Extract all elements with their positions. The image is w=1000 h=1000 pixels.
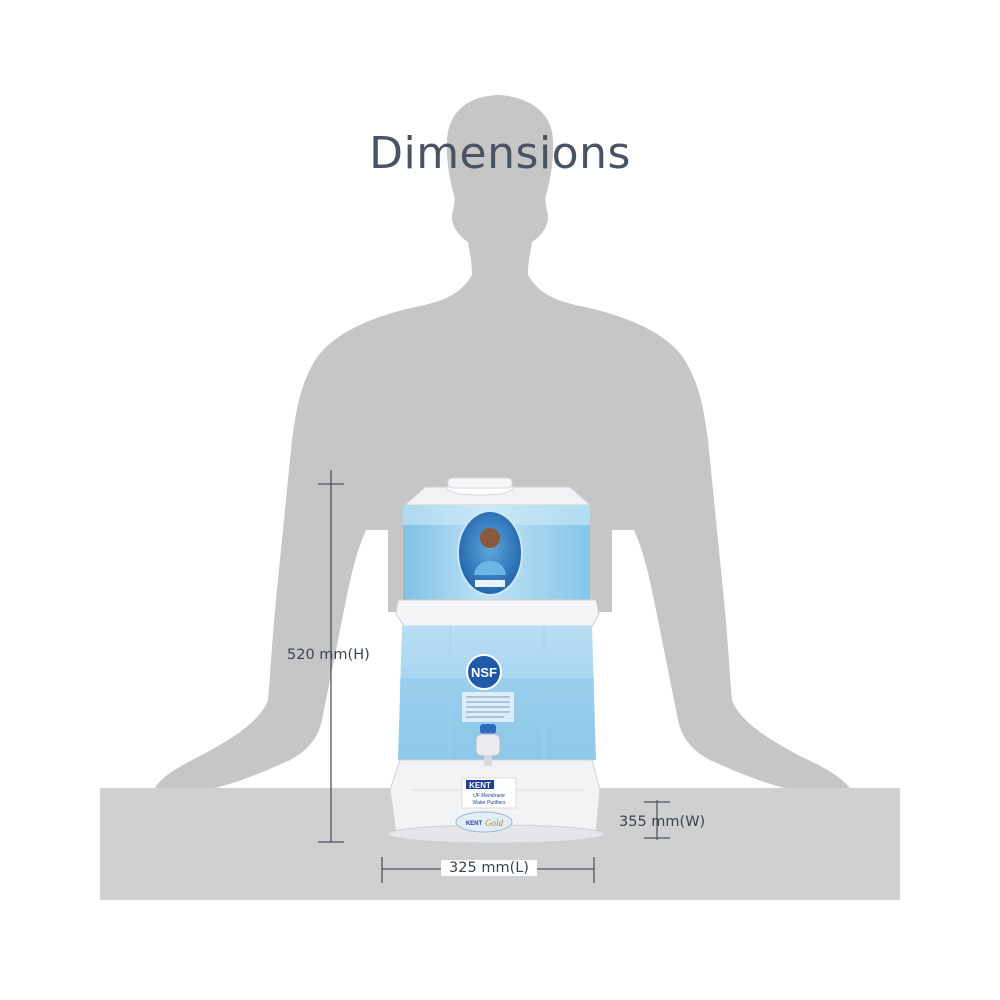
kent-subline-2: Water Purifiers <box>473 800 506 806</box>
kent-subline-1: UF Membrane <box>473 793 505 799</box>
width-label: 355 mm(W) <box>619 814 706 830</box>
length-label-wrapper: 325 mm(L) <box>382 860 596 876</box>
kent-gold-word: Gold <box>485 818 504 828</box>
water-tap <box>475 724 501 766</box>
kent-gold-logo <box>455 811 513 833</box>
length-label: 325 mm(L) <box>441 860 537 876</box>
nsf-badge-text: NSF <box>471 665 497 680</box>
height-dimension-line <box>318 470 344 843</box>
kent-brand: KENT <box>469 781 491 790</box>
woman-sticker <box>457 510 523 596</box>
middle-ring <box>395 599 600 627</box>
water-purifier: NSF KENT UF Membrane Water Purifiers KEN… <box>387 477 605 844</box>
person-silhouette <box>155 95 850 788</box>
width-dimension-line <box>644 800 670 840</box>
nsf-badge <box>466 654 502 690</box>
height-label: 520 mm(H) <box>287 647 370 663</box>
page-title: Dimensions <box>369 128 631 179</box>
kent-gold-brand: KENT <box>466 821 483 827</box>
